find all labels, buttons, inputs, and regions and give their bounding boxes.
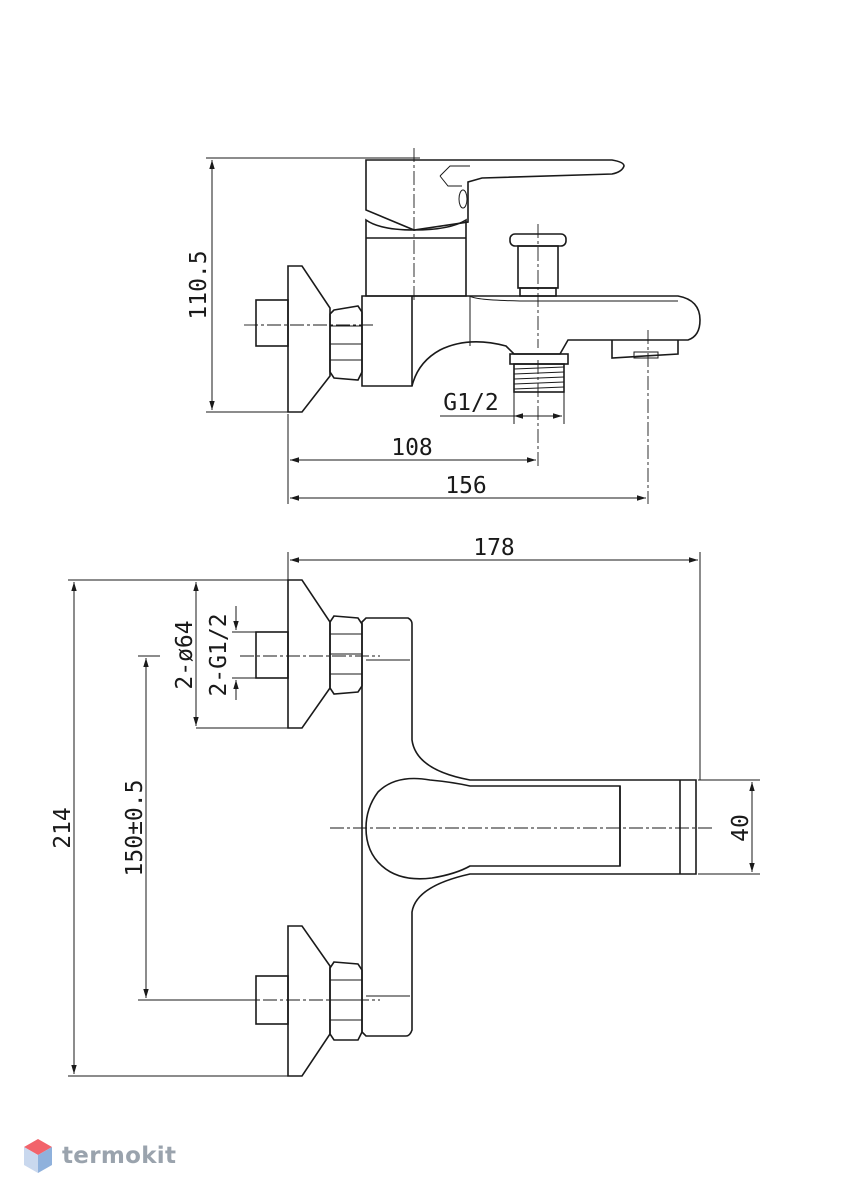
cube-icon: [24, 1139, 52, 1173]
dim-214: 214: [50, 807, 76, 849]
dim-spacing: 150±0.5: [122, 780, 148, 877]
dim-inlet-dia: 2-ø64: [172, 620, 198, 689]
watermark-logo: termokit: [22, 1134, 176, 1178]
inlet-pipe: [255, 299, 289, 347]
lower-hex-nut: [329, 961, 363, 1041]
dim-178: 178: [473, 535, 515, 561]
upper-inlet-pipe: [255, 631, 289, 679]
dim-156: 156: [445, 473, 487, 499]
dim-40: 40: [728, 814, 754, 842]
cartridge-body: [365, 218, 467, 297]
lever-handle: [365, 159, 625, 231]
mixer-body: [361, 617, 697, 1037]
hex-nut: [329, 305, 363, 381]
side-view: 110.5 G1/2 108 156: [186, 148, 701, 504]
upper-flange: [287, 579, 331, 729]
front-view: 178 214 2-ø64 2-G1/2 150±0.5 40: [50, 535, 760, 1077]
dim-108: 108: [391, 435, 433, 461]
lower-flange: [287, 925, 331, 1077]
outlet-thread: [509, 353, 569, 393]
dim-inlet-thread: 2-G1/2: [206, 613, 232, 696]
wall-flange: [287, 265, 331, 413]
aerator: [611, 340, 679, 359]
upper-hex-nut: [329, 615, 363, 695]
dim-height-side: 110.5: [186, 250, 212, 319]
dim-thread-side: G1/2: [443, 390, 498, 416]
brand-name: termokit: [62, 1143, 177, 1169]
